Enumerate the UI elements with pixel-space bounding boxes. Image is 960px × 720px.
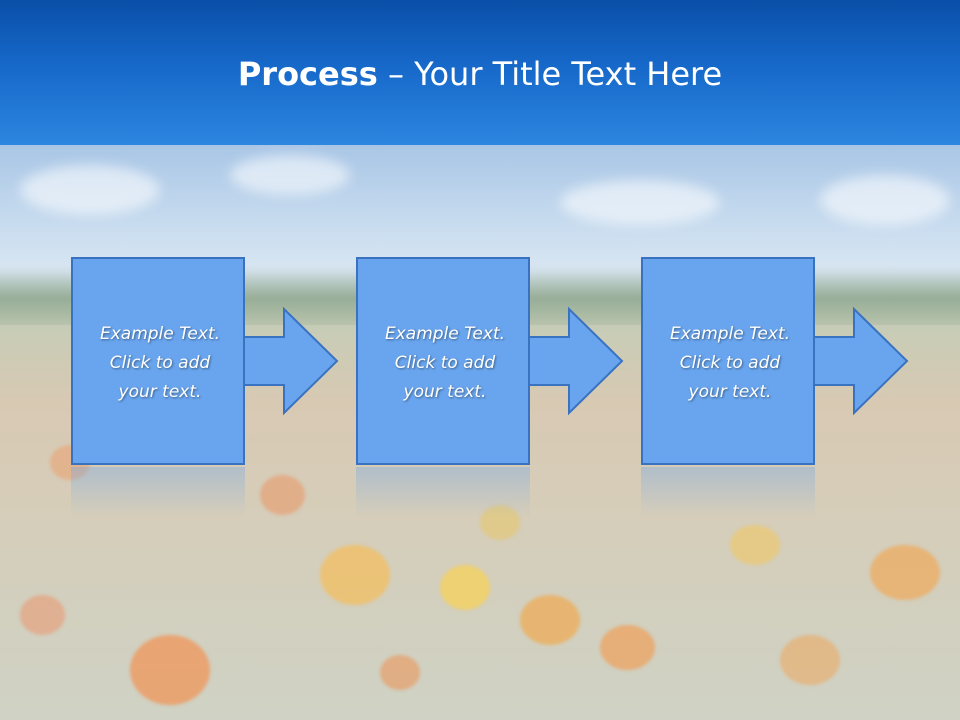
process-box-1[interactable]: Example Text. Click to add your text. — [71, 257, 245, 465]
process-box-text[interactable]: Example Text. Click to add your text. — [669, 323, 791, 402]
title-band: Process – Your Title Text Here — [0, 0, 960, 145]
process-box-2[interactable]: Example Text. Click to add your text. — [356, 257, 530, 465]
title-bold: Process — [237, 55, 378, 93]
cloud — [560, 180, 720, 225]
flower — [380, 655, 420, 690]
flower — [260, 475, 305, 515]
box-reflection — [71, 467, 245, 517]
cloud — [230, 155, 350, 195]
process-box-text[interactable]: Example Text. Click to add your text. — [99, 323, 221, 402]
process-box-3[interactable]: Example Text. Click to add your text. — [641, 257, 815, 465]
flower — [780, 635, 840, 685]
box-reflection — [641, 467, 815, 517]
process-box-text[interactable]: Example Text. Click to add your text. — [384, 323, 506, 402]
arrow-right-icon — [525, 306, 624, 416]
slide-title[interactable]: Process – Your Title Text Here — [0, 52, 960, 96]
process-step-1: Example Text. Click to add your text. — [71, 257, 341, 517]
flower — [320, 545, 390, 605]
flower — [130, 635, 210, 705]
process-step-3: Example Text. Click to add your text. — [641, 257, 911, 517]
cloud — [20, 165, 160, 215]
flower — [520, 595, 580, 645]
arrow-right-icon — [810, 306, 909, 416]
flower — [20, 595, 65, 635]
title-rest: – Your Title Text Here — [377, 55, 723, 93]
flower — [870, 545, 940, 600]
cloud — [820, 175, 950, 225]
flower — [440, 565, 490, 610]
box-reflection — [356, 467, 530, 517]
flower — [730, 525, 780, 565]
flower — [600, 625, 655, 670]
flower — [480, 505, 520, 540]
arrow-right-icon — [240, 306, 339, 416]
process-step-2: Example Text. Click to add your text. — [356, 257, 626, 517]
